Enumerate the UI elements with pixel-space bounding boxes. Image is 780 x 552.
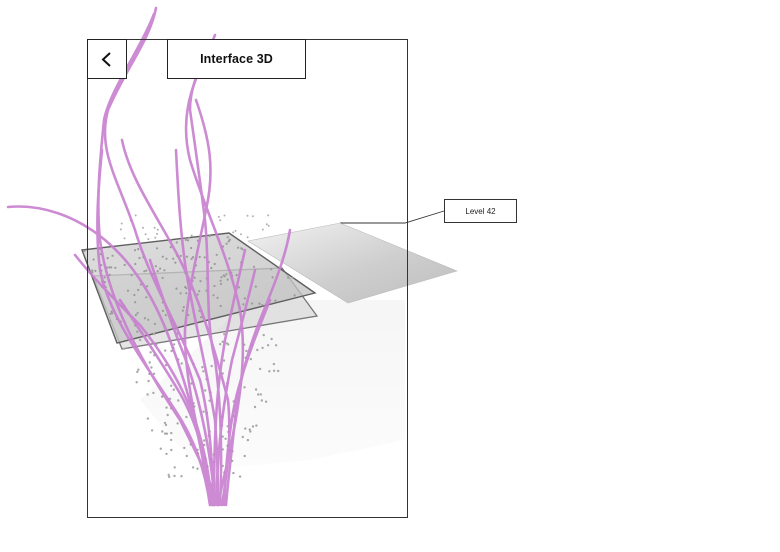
stacked-panel-upper[interactable] — [81, 232, 317, 344]
floor-shadow — [140, 300, 405, 470]
floating-plane[interactable] — [247, 222, 458, 304]
level-label-text: Level 42 — [465, 206, 496, 216]
page-title-box: Interface 3D — [167, 39, 306, 79]
callout-leader-line — [340, 210, 445, 224]
level-label[interactable]: Level 42 — [444, 199, 517, 223]
back-button[interactable] — [87, 39, 127, 79]
neural-strands — [6, 6, 292, 507]
chevron-left-icon — [101, 52, 111, 67]
device-frame — [87, 39, 408, 518]
page-title: Interface 3D — [200, 52, 273, 66]
